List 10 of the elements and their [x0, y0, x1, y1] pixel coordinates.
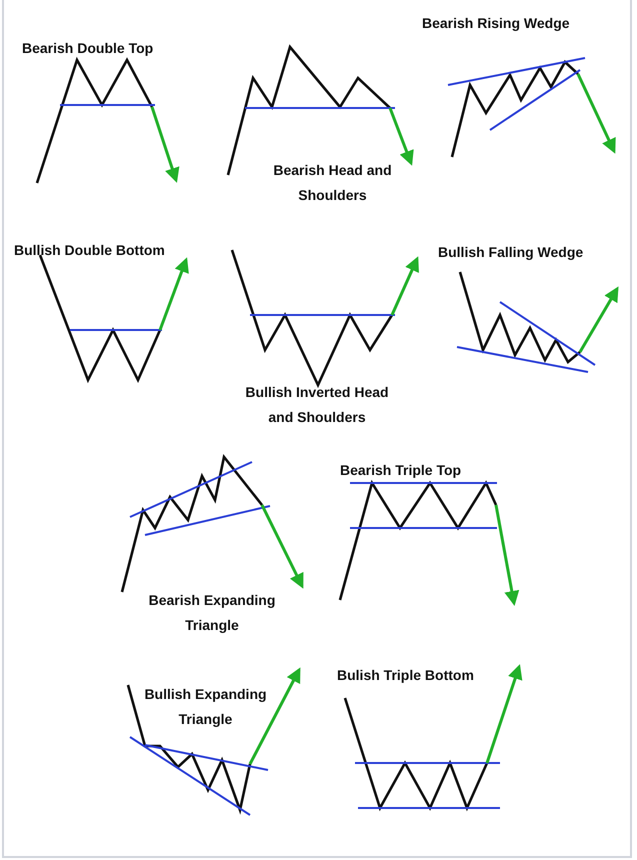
pattern-title: Bearish Double Top — [22, 39, 154, 58]
pattern-title: Bearish Head and Shoulders — [272, 161, 393, 205]
pattern-title: Bearish Rising Wedge — [422, 14, 571, 33]
pattern-title: Bulish Triple Bottom — [337, 666, 475, 685]
pattern-title: Bearish Expanding Triangle — [148, 591, 276, 635]
pattern-title: Bullish Falling Wedge — [438, 243, 584, 262]
pattern-title: Bullish Double Bottom — [14, 241, 166, 260]
pattern-title: Bearish Triple Top — [340, 461, 462, 480]
pattern-title: Bullish Expanding Triangle — [143, 685, 268, 729]
pattern-title: Bullish Inverted Head and Shoulders — [244, 383, 390, 427]
